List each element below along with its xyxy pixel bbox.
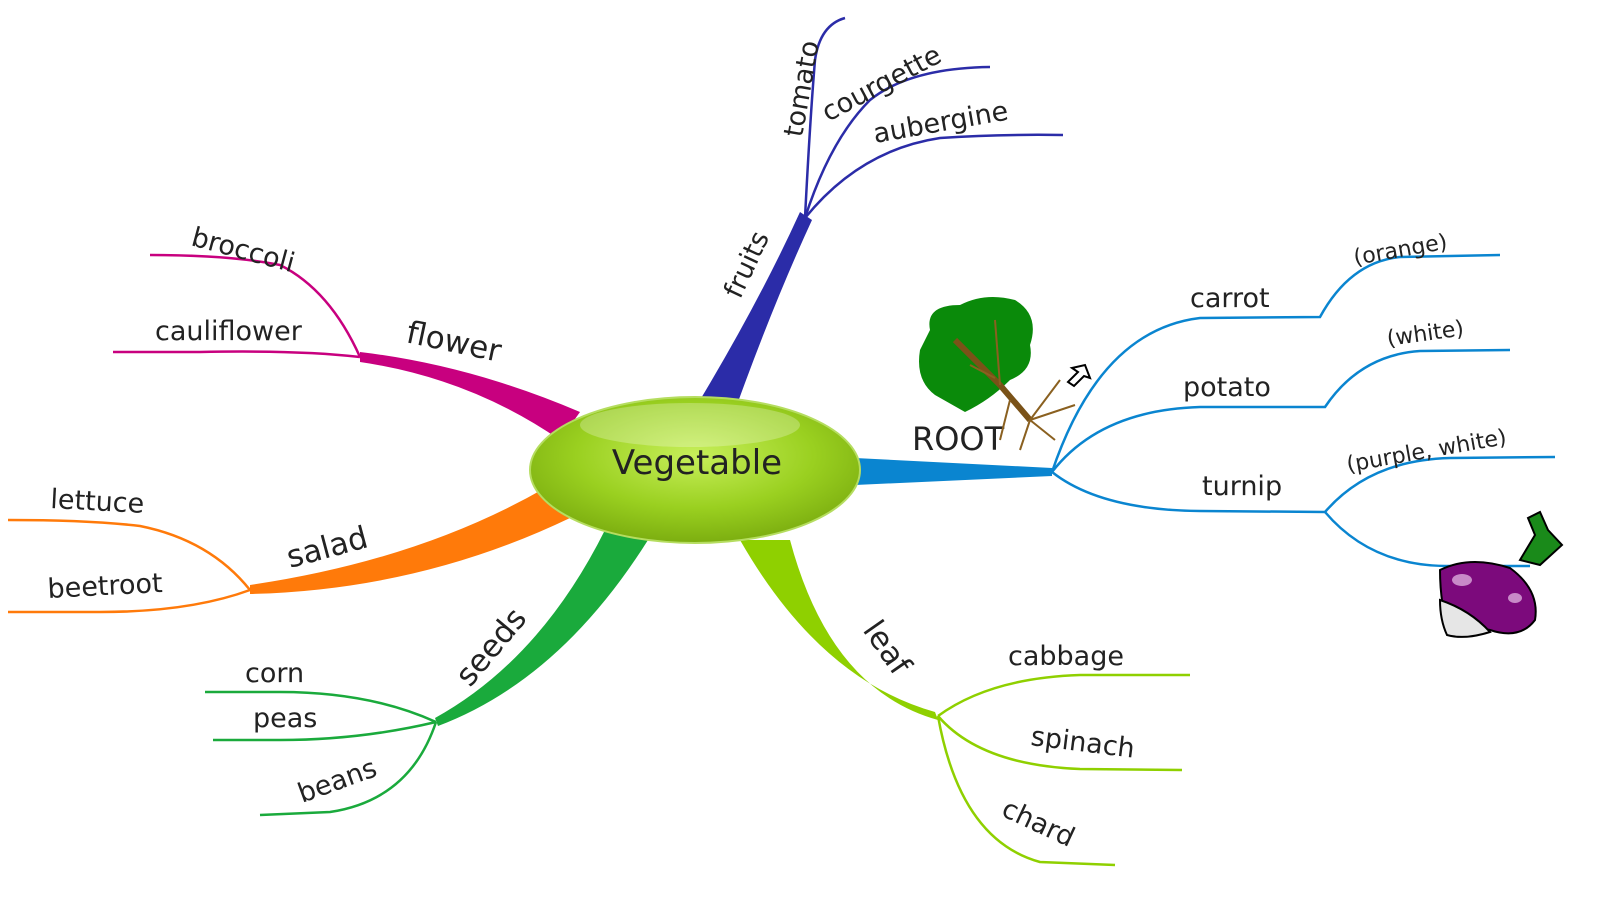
turnip-icon (1438, 510, 1564, 638)
leaf-label-tomato: tomato (778, 38, 825, 139)
note-purple-white: (purple, white) (1345, 425, 1509, 478)
branch-leaf[interactable]: leaf cabbage spinach chard (740, 540, 1190, 867)
leaf-label-peas: peas (253, 703, 317, 734)
central-topic[interactable]: Vegetable (529, 396, 861, 544)
central-topic-label: Vegetable (612, 443, 782, 483)
leaf-label-beetroot: beetroot (47, 568, 164, 605)
branch-salad[interactable]: salad lettuce beetroot (7, 484, 570, 614)
leaf-label-aubergine: aubergine (871, 96, 1011, 150)
branch-flower[interactable]: flower broccoli cauliflower (113, 222, 580, 440)
leaf-label-carrot: carrot (1190, 283, 1270, 314)
leaf-label-spinach: spinach (1029, 721, 1136, 764)
leaf-label-broccoli: broccoli (188, 222, 298, 279)
leaf-label-cabbage: cabbage (1008, 641, 1124, 672)
branch-label-root: ROOT (912, 420, 1005, 458)
leaf-label-lettuce: lettuce (50, 484, 145, 520)
leaf-label-cauliflower: cauliflower (155, 316, 303, 347)
branch-label-leaf: leaf (855, 614, 918, 683)
leaf-label-potato: potato (1183, 372, 1271, 403)
tree-with-roots-icon (919, 296, 1092, 451)
branch-seeds[interactable]: seeds corn peas beans (205, 530, 648, 817)
note-white: (white) (1385, 316, 1465, 352)
leaf-label-chard: chard (997, 793, 1079, 853)
leaf-label-corn: corn (245, 658, 304, 689)
note-orange: (orange) (1352, 230, 1450, 271)
leaf-label-turnip: turnip (1202, 471, 1282, 502)
